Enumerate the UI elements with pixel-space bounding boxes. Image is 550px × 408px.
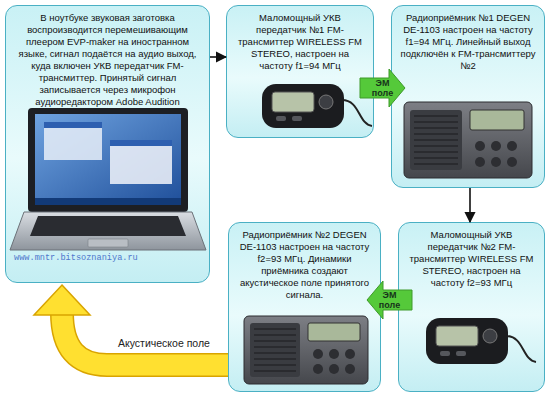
acoustic-arrow-outline xyxy=(62,313,228,365)
process-box: Маломощный УКВ передатчик №1 FM-трансмит… xyxy=(226,5,374,138)
box-text: В ноутбуке звуковая заготовка воспроизво… xyxy=(14,12,201,108)
acoustic-arrow-head xyxy=(34,285,90,315)
process-box: Радиоприёмник №1 DEGEN DE-1103 настроен … xyxy=(391,5,545,188)
connector xyxy=(210,57,226,58)
em-field-arrow xyxy=(367,281,412,319)
connector xyxy=(360,69,405,107)
connector xyxy=(34,285,228,365)
connector xyxy=(470,188,471,222)
box-text: Радиоприёмник №2 DEGEN DE-1103 настроен … xyxy=(235,229,374,301)
process-box: В ноутбуке звуковая заготовка воспроизво… xyxy=(5,5,210,283)
edge-label: Акустическое поле xyxy=(118,337,210,349)
acoustic-arrow-body xyxy=(62,313,228,365)
arrow-line xyxy=(210,56,226,58)
fm-transmitter-picture xyxy=(426,318,536,364)
box-text: Маломощный УКВ передатчик №1 FM-трансмит… xyxy=(233,12,367,72)
radio-receiver-picture xyxy=(404,102,532,178)
radio-receiver-picture xyxy=(244,316,368,384)
box-text: Маломощный УКВ передатчик №2 FM-трансмит… xyxy=(405,229,538,289)
process-box: Маломощный УКВ передатчик №2 FM-трансмит… xyxy=(398,222,545,392)
box-text: Радиоприёмник №1 DEGEN DE-1103 настроен … xyxy=(398,12,538,72)
em-field-arrow xyxy=(360,69,405,107)
fm-transmitter-picture xyxy=(262,84,372,128)
arrow-line xyxy=(469,188,471,222)
process-box: Радиоприёмник №2 DEGEN DE-1103 настроен … xyxy=(228,222,381,392)
connector xyxy=(367,281,412,319)
laptop-picture xyxy=(10,108,206,250)
